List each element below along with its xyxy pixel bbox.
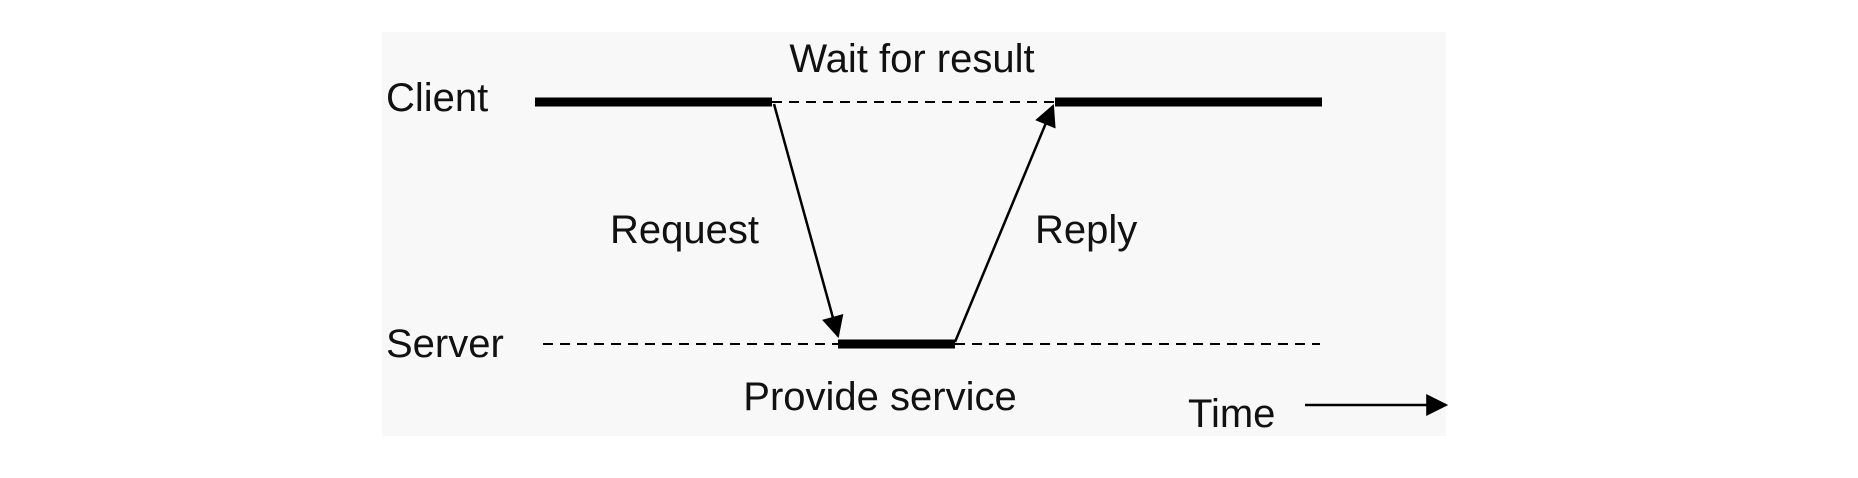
server-label: Server (386, 322, 504, 366)
request-label: Request (610, 208, 759, 252)
client-label: Client (386, 76, 488, 120)
provide-service-label: Provide service (743, 375, 1016, 419)
request-arrow (772, 103, 844, 339)
reply-arrow (953, 103, 1056, 343)
reply-label: Reply (1035, 208, 1137, 252)
wait-for-result-label: Wait for result (789, 37, 1034, 81)
time-label: Time (1188, 392, 1275, 436)
